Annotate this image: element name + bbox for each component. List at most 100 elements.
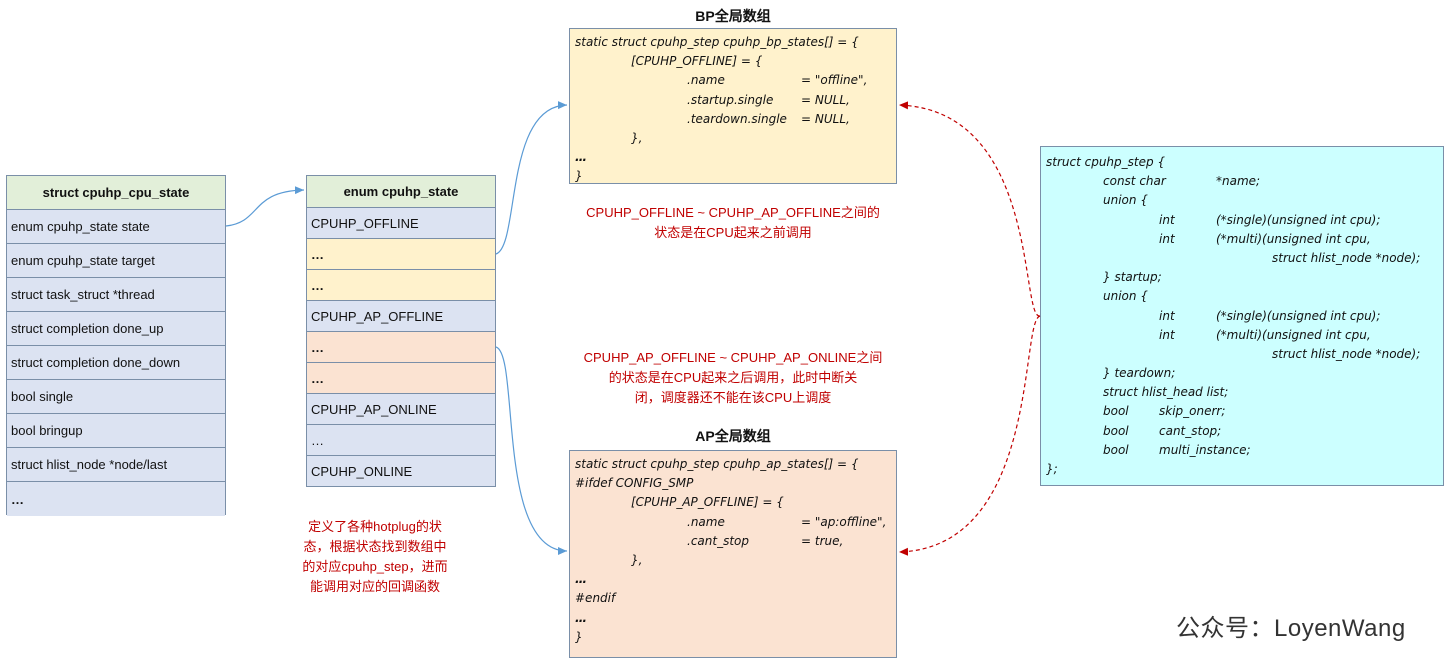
enum-desc-note: 定义了各种hotplug的状 态，根据状态找到数组中 的对应cpuhp_step… bbox=[268, 517, 482, 597]
code-text: (*multi)(unsigned int cpu, bbox=[1216, 327, 1371, 342]
note-line: 态，根据状态找到数组中 bbox=[303, 539, 447, 554]
code-line: … bbox=[575, 610, 587, 625]
code-text: (*single)(unsigned int cpu); bbox=[1216, 212, 1381, 227]
cpu-state-row: bool bringup bbox=[7, 414, 225, 448]
code-line: struct cpuhp_step { bbox=[1046, 155, 1166, 169]
note-line: 的状态是在CPU起来之后调用，此时中断关 bbox=[608, 370, 858, 385]
watermark: 公众号：LoyenWang bbox=[1176, 615, 1406, 642]
code-line: }, bbox=[575, 551, 891, 570]
cpu-state-header: struct cpuhp_cpu_state bbox=[7, 176, 225, 210]
code-line: … bbox=[575, 572, 587, 587]
code-line: }, bbox=[575, 129, 891, 148]
enum-state-table: enum cpuhp_state CPUHP_OFFLINE … … CPUHP… bbox=[306, 175, 496, 487]
code-line: struct hlist_head list; bbox=[1046, 383, 1438, 402]
code-text: [CPUHP_AP_OFFLINE] = { bbox=[631, 495, 784, 510]
code-line: int (*multi)(unsigned int cpu, bbox=[1046, 326, 1438, 345]
code-text: .name bbox=[687, 73, 725, 88]
code-line: .name = "ap:offline", bbox=[575, 513, 891, 532]
code-text: cant_stop; bbox=[1159, 423, 1222, 438]
code-line: .startup.single= NULL, bbox=[575, 91, 891, 110]
enum-state-row: … bbox=[307, 332, 495, 363]
code-text: skip_onerr; bbox=[1159, 404, 1226, 419]
code-text: int bbox=[1159, 308, 1175, 323]
code-line: static struct cpuhp_step cpuhp_ap_states… bbox=[575, 457, 859, 471]
code-line: union { bbox=[1046, 287, 1438, 306]
ap-range-note: CPUHP_AP_OFFLINE ~ CPUHP_AP_ONLINE之间 的状态… bbox=[560, 348, 906, 408]
enum-state-row: … bbox=[307, 363, 495, 394]
note-line: 能调用对应的回调函数 bbox=[309, 579, 440, 594]
code-line: #ifdef CONFIG_SMP bbox=[575, 476, 694, 491]
note-line: 的对应cpuhp_step，进而 bbox=[302, 559, 448, 574]
code-text: const char bbox=[1103, 174, 1166, 189]
code-text: struct hlist_node *node); bbox=[1272, 250, 1421, 265]
enum-state-row: … bbox=[307, 239, 495, 270]
code-text: = NULL, bbox=[801, 111, 850, 126]
code-line: struct hlist_node *node); bbox=[1046, 345, 1438, 364]
cpu-state-row: struct task_struct *thread bbox=[7, 278, 225, 312]
enum-state-row: CPUHP_AP_ONLINE bbox=[307, 394, 495, 425]
code-text: = "offline", bbox=[801, 73, 868, 88]
code-text: multi_instance; bbox=[1159, 442, 1251, 457]
code-line: .name = "offline", bbox=[575, 71, 891, 90]
code-line: }; bbox=[1046, 462, 1058, 476]
note-line: CPUHP_AP_OFFLINE ~ CPUHP_AP_ONLINE之间 bbox=[583, 350, 883, 365]
enum-state-row: … bbox=[307, 425, 495, 456]
note-line: 闭，调度器还不能在该CPU上调度 bbox=[634, 390, 832, 405]
bp-states-code: static struct cpuhp_step cpuhp_bp_states… bbox=[569, 28, 897, 184]
code-text: } startup; bbox=[1103, 270, 1162, 285]
code-line: #endif bbox=[575, 591, 616, 606]
code-line: static struct cpuhp_step cpuhp_bp_states… bbox=[575, 35, 859, 49]
code-text: (*single)(unsigned int cpu); bbox=[1216, 308, 1381, 323]
code-line: int (*single)(unsigned int cpu); bbox=[1046, 307, 1438, 326]
code-text: = true, bbox=[801, 533, 844, 548]
code-line: [CPUHP_AP_OFFLINE] = { bbox=[575, 493, 891, 512]
code-text: .cant_stop bbox=[687, 533, 749, 548]
code-text: bool bbox=[1103, 442, 1129, 457]
code-line: int (*single)(unsigned int cpu); bbox=[1046, 211, 1438, 230]
ap-array-title: AP全局数组 bbox=[695, 428, 771, 444]
code-line: } bbox=[575, 169, 583, 184]
arrow-enum-to-ap bbox=[495, 346, 568, 555]
dashed-step-to-bp bbox=[898, 101, 1041, 317]
code-line: int (*multi)(unsigned int cpu, bbox=[1046, 230, 1438, 249]
code-line: } startup; bbox=[1046, 268, 1438, 287]
code-text: *name; bbox=[1216, 174, 1261, 189]
note-line: 定义了各种hotplug的状 bbox=[308, 519, 442, 534]
code-line: [CPUHP_OFFLINE] = { bbox=[575, 52, 891, 71]
code-text: union { bbox=[1103, 193, 1148, 208]
enum-state-header: enum cpuhp_state bbox=[307, 176, 495, 208]
code-text: struct hlist_node *node); bbox=[1272, 346, 1421, 361]
cpu-state-row: struct hlist_node *node/last bbox=[7, 448, 225, 482]
code-line: union { bbox=[1046, 191, 1438, 210]
code-text: int bbox=[1159, 212, 1175, 227]
enum-state-row: CPUHP_OFFLINE bbox=[307, 208, 495, 239]
code-line: .teardown.single= NULL, bbox=[575, 110, 891, 129]
code-line: … bbox=[575, 150, 587, 165]
code-text: = "ap:offline", bbox=[801, 514, 887, 529]
cpu-state-row: struct completion done_down bbox=[7, 346, 225, 380]
cpu-state-table: struct cpuhp_cpu_state enum cpuhp_state … bbox=[6, 175, 226, 516]
cpu-state-row: enum cpuhp_state target bbox=[7, 244, 225, 278]
code-line: bool multi_instance; bbox=[1046, 441, 1438, 460]
cpu-state-row: … bbox=[7, 482, 225, 516]
code-line: .cant_stop = true, bbox=[575, 532, 891, 551]
enum-state-row: CPUHP_ONLINE bbox=[307, 456, 495, 486]
cpu-state-row: bool single bbox=[7, 380, 225, 414]
code-text: union { bbox=[1103, 289, 1148, 304]
code-text: struct hlist_head list; bbox=[1103, 385, 1229, 400]
bp-range-note: CPUHP_OFFLINE ~ CPUHP_AP_OFFLINE之间的 状态是在… bbox=[560, 203, 906, 243]
arrow-state-to-enum bbox=[225, 186, 305, 227]
code-text: bool bbox=[1103, 404, 1129, 419]
code-text: int bbox=[1159, 327, 1175, 342]
code-text: (*multi)(unsigned int cpu, bbox=[1216, 231, 1371, 246]
code-line: } bbox=[575, 629, 583, 644]
code-line: } teardown; bbox=[1046, 364, 1438, 383]
cpu-state-row: struct completion done_up bbox=[7, 312, 225, 346]
note-line: CPUHP_OFFLINE ~ CPUHP_AP_OFFLINE之间的 bbox=[586, 205, 880, 220]
code-text: } teardown; bbox=[1103, 366, 1176, 381]
bp-array-title: BP全局数组 bbox=[695, 8, 771, 24]
code-text: .name bbox=[687, 514, 725, 529]
code-text: .startup.single bbox=[687, 92, 774, 107]
code-text: int bbox=[1159, 231, 1175, 246]
cpuhp-step-code: struct cpuhp_step { const char *name; uni… bbox=[1040, 146, 1444, 486]
